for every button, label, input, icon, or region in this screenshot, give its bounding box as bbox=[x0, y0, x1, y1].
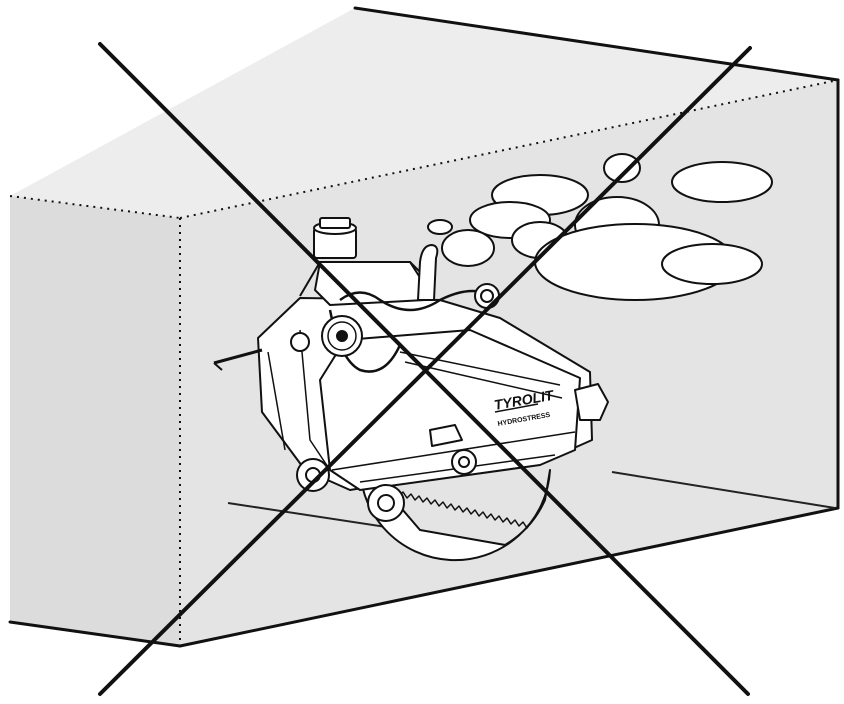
left-wall bbox=[10, 196, 180, 646]
exhaust-pipe bbox=[418, 245, 437, 300]
carriage-frame bbox=[315, 262, 428, 305]
